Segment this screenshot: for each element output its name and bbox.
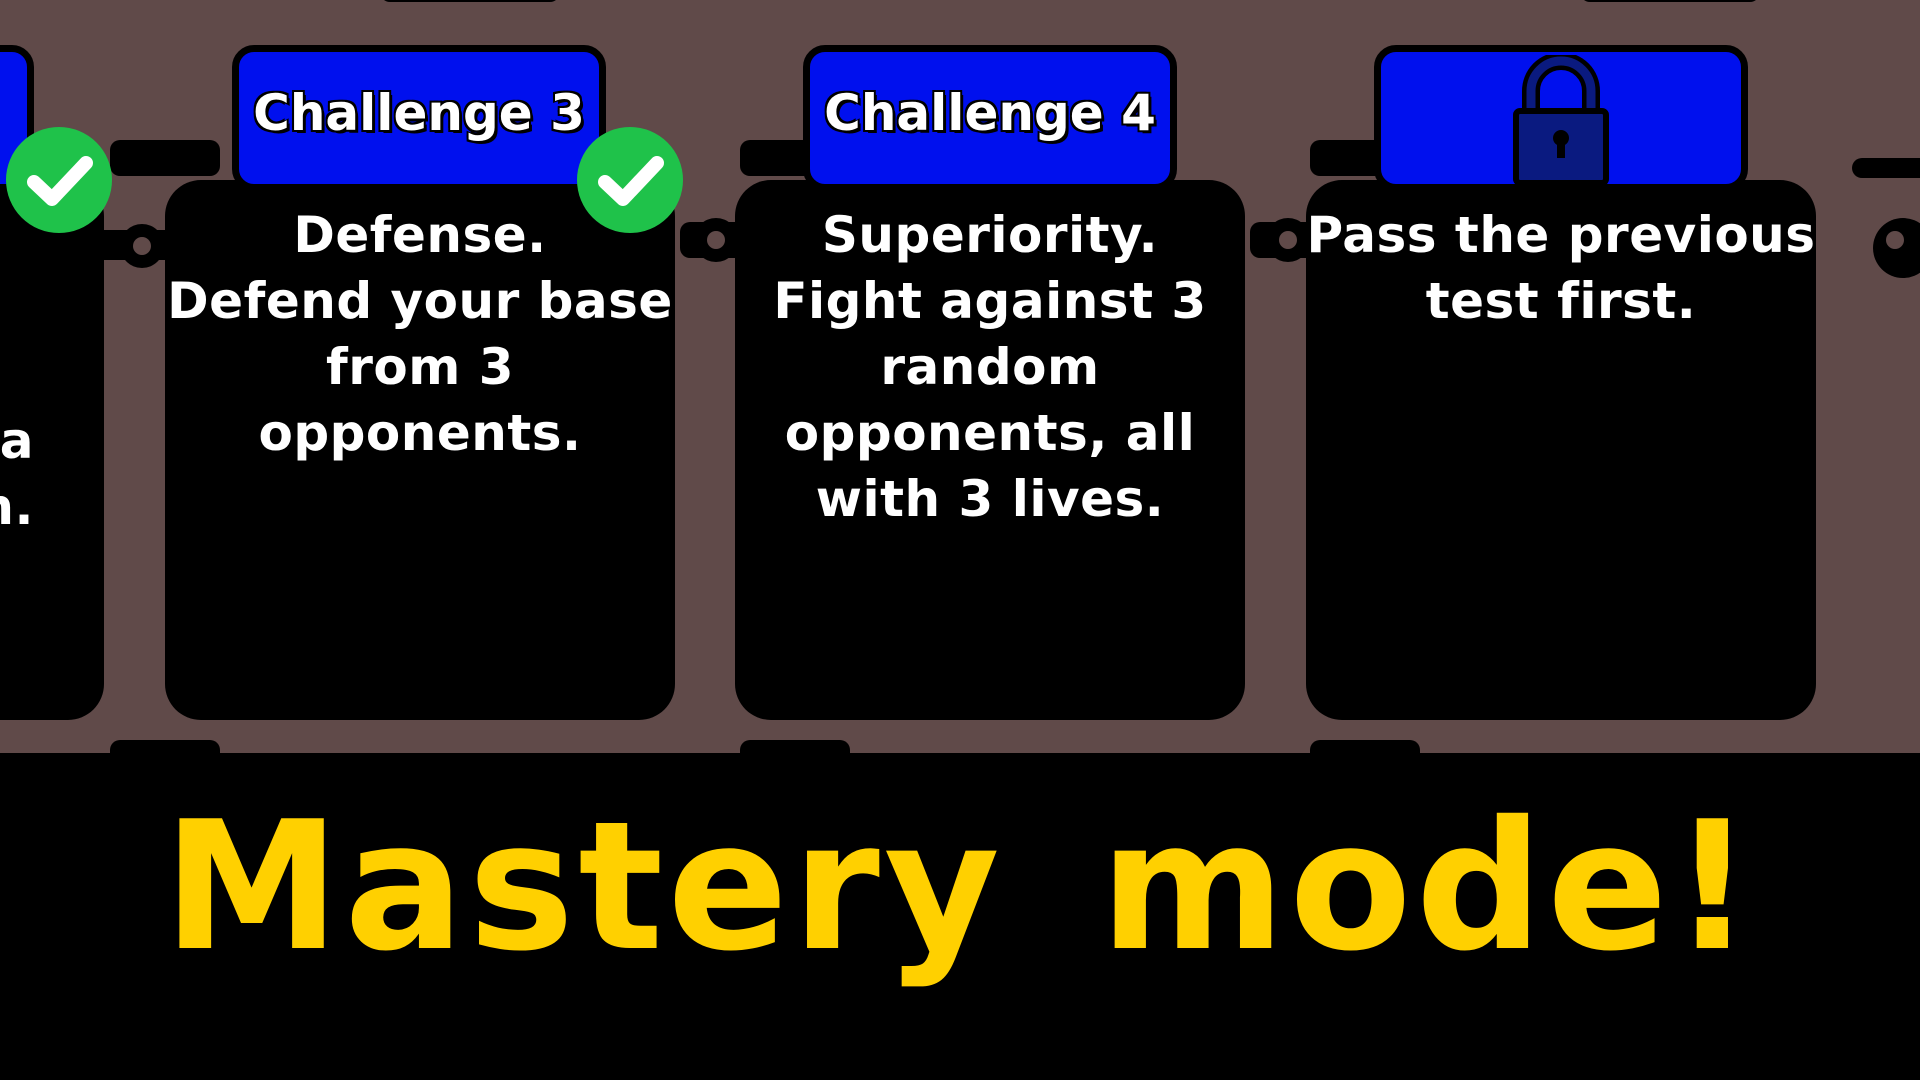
footer-banner: Mastery mode! [0,753,1920,1080]
decor-rail [1852,158,1920,178]
mode-banner-text: Mastery mode! [163,783,1757,990]
checkmark-glyph [598,156,664,206]
decor-rail [110,140,220,176]
challenge-description: Pass the previous test first. [1306,206,1816,330]
decor-knob [1266,218,1310,262]
challenge-label: Challenge 4 [824,84,1156,142]
challenge-tab[interactable]: Challenge 3 [232,45,606,191]
decor-knob [120,224,164,268]
checkmark-icon [6,127,112,233]
challenge-card[interactable]: Defense. Defend your base from 3 opponen… [165,180,675,720]
padlock-icon [1513,55,1609,186]
checkmark-icon [577,127,683,233]
checkmark-glyph [27,156,93,206]
challenge-label: Challenge 3 [253,84,585,142]
challenge-card[interactable]: a n. [0,180,104,720]
challenge-description: Defense. Defend your base from 3 opponen… [167,206,673,462]
decor-top-nub [380,0,560,2]
challenge-description: Superiority. Fight against 3 random oppo… [773,206,1207,528]
decor-top-nub [1580,0,1760,2]
challenge-tab[interactable]: Challenge 4 [803,45,1177,191]
challenge-description: a n. [0,412,34,536]
decor-knob [1873,218,1920,278]
decor-knob [694,218,738,262]
challenge-card[interactable]: Pass the previous test first. [1306,180,1816,720]
challenge-card[interactable]: Superiority. Fight against 3 random oppo… [735,180,1245,720]
challenge-tab[interactable] [1374,45,1748,191]
